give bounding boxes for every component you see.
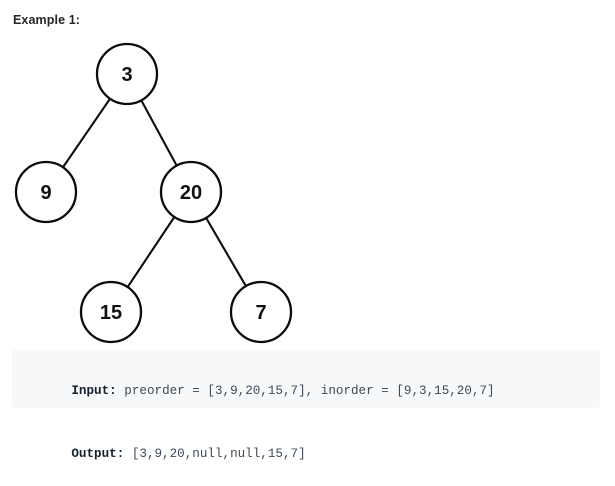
code-line-output: Output: [3,9,20,null,null,15,7]: [26, 423, 586, 486]
tree-node-circle-20: [159, 160, 223, 224]
tree-node-9: 9: [14, 160, 78, 224]
binary-tree-figure: 3 9 20 15 7: [0, 30, 330, 350]
tree-node-group: 3 9 20 15 7: [14, 42, 293, 344]
tree-node-20: 20: [159, 160, 223, 224]
input-label: Input:: [71, 384, 117, 398]
page-title: Example 1:: [13, 13, 81, 27]
tree-node-circle-15: [79, 280, 143, 344]
tree-node-15: 15: [79, 280, 143, 344]
tree-node-label-15: 15: [100, 302, 122, 324]
input-value: preorder = [3,9,20,15,7], inorder = [9,3…: [116, 384, 495, 398]
tree-node-circle-7: [229, 280, 293, 344]
example-code-block: Input: preorder = [3,9,20,15,7], inorder…: [12, 350, 600, 461]
tree-node-7: 7: [229, 280, 293, 344]
tree-node-label-7: 7: [255, 302, 266, 324]
tree-edge-group: [44, 72, 263, 314]
example-panel: Example 1: 3 9 20 15 7 Input: preorder = [3,…: [0, 13, 600, 461]
tree-node-label-20: 20: [180, 182, 202, 204]
output-value: [3,9,20,null,null,15,7]: [124, 447, 306, 461]
tree-node-label-3: 3: [121, 64, 132, 86]
tree-node-circle-9: [14, 160, 78, 224]
output-label: Output:: [71, 447, 125, 461]
code-line-input: Input: preorder = [3,9,20,15,7], inorder…: [26, 360, 586, 423]
tree-node-3: 3: [95, 42, 159, 106]
tree-node-circle-3: [95, 42, 159, 106]
binary-tree-svg: 3 9 20 15 7: [14, 42, 293, 344]
tree-node-label-9: 9: [40, 182, 51, 204]
